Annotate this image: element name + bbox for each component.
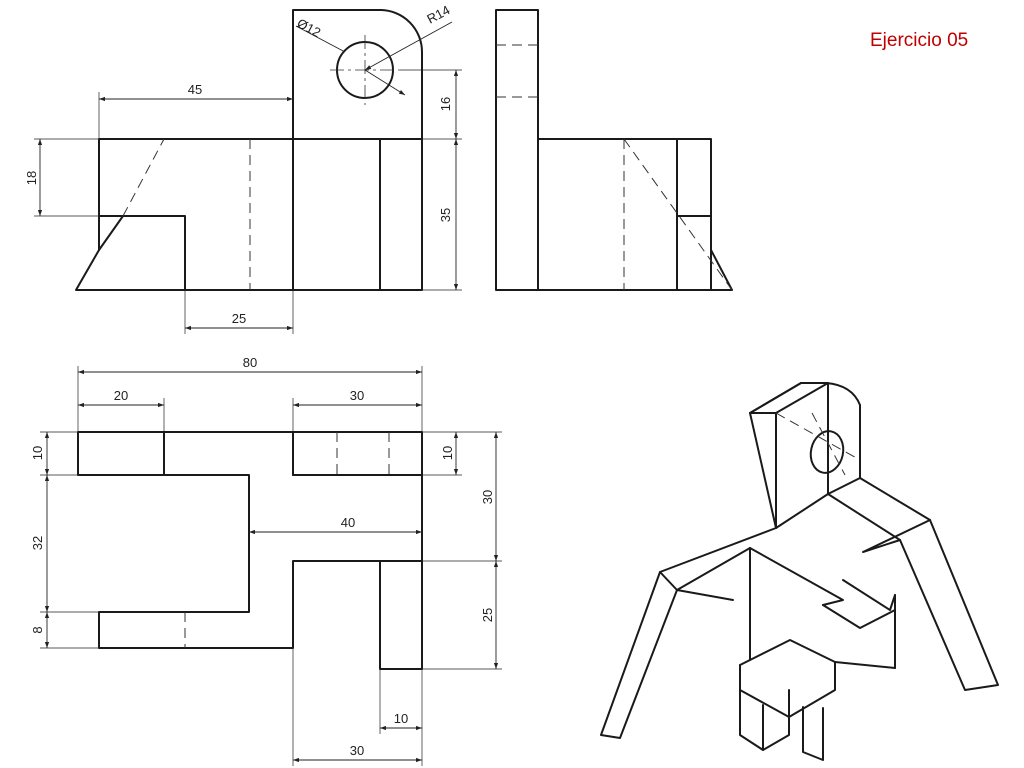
dim-front-radius: R14 [424,2,452,26]
top-view: 80 20 30 10 32 8 40 10 30 25 [30,355,502,766]
dim-front-16: 16 [438,97,453,111]
dim-top-30-upper: 30 [350,388,364,403]
side-view-outline [495,9,733,291]
dim-top-32: 32 [30,536,45,550]
front-view-outline [75,9,423,291]
top-view-boss [379,560,423,670]
dim-top-8: 8 [30,626,45,633]
dim-front-18: 18 [24,171,39,185]
dim-top-10-left: 10 [30,446,45,460]
dim-top-10-right: 10 [440,446,455,460]
dim-top-40: 40 [341,515,355,530]
dim-front-diameter: Ø12 [295,15,324,40]
isometric-view [600,382,999,761]
dim-top-25: 25 [480,608,495,622]
dim-top-10-bottom: 10 [394,711,408,726]
exercise-title: Ejercicio 05 [870,30,969,51]
front-view: 45 18 25 16 35 Ø12 R14 [24,2,462,334]
dim-front-45: 45 [188,82,202,97]
dim-top-80: 80 [243,355,257,370]
side-view [495,9,733,291]
iso-hole [809,430,845,474]
dim-top-30-bottom: 30 [350,743,364,758]
dim-top-30-right: 30 [480,490,495,504]
top-view-outline [77,431,423,649]
dim-top-20: 20 [114,388,128,403]
dim-front-25: 25 [232,311,246,326]
front-view-step [98,215,186,291]
dim-front-35: 35 [438,208,453,222]
